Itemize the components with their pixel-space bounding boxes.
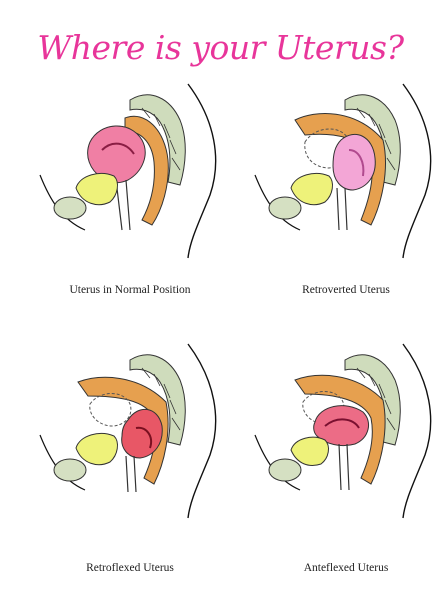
caption-retroflexed: Retroflexed Uterus	[86, 562, 174, 574]
caption-normal-position: Uterus in Normal Position	[69, 284, 191, 296]
diagram-retroflexed	[30, 340, 230, 520]
retroflexed-illustration	[39, 343, 217, 519]
normal-position-illustration	[39, 83, 217, 259]
diagram-anteflexed	[245, 340, 441, 520]
diagram-normal-position	[30, 80, 230, 260]
caption-retroverted: Retroverted Uterus	[302, 284, 390, 296]
diagram-retroverted	[245, 80, 441, 260]
caption-anteflexed: Anteflexed Uterus	[303, 562, 389, 574]
anteflexed-illustration	[254, 343, 432, 519]
retroverted-illustration	[254, 83, 432, 259]
page-title: Where is your Uterus?	[37, 28, 404, 67]
